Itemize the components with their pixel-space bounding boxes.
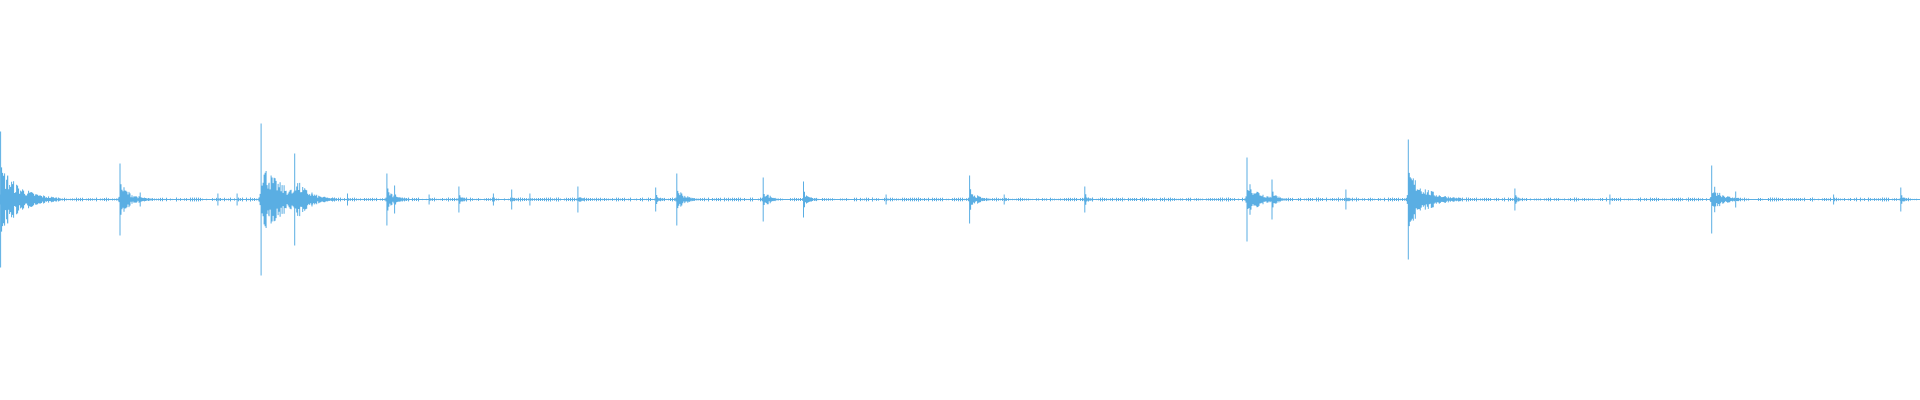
- waveform-peak: [1897, 187, 1912, 212]
- waveform-peak: [508, 189, 521, 210]
- waveform-peak: [1511, 188, 1525, 211]
- waveform-peak: [1830, 194, 1840, 205]
- waveform-peaks: [0, 123, 1919, 276]
- waveform-peak: [136, 192, 147, 207]
- waveform-peak: [265, 183, 284, 216]
- waveform-peak: [214, 193, 224, 206]
- waveform-peak: [574, 186, 590, 213]
- waveform-peak: [425, 194, 435, 205]
- waveform-peak: [1732, 191, 1744, 208]
- waveform-peak: [966, 175, 992, 224]
- waveform-peak: [800, 181, 820, 218]
- waveform-peak: [1000, 194, 1010, 205]
- waveform-peak: [673, 173, 701, 226]
- waveform-peak: [455, 186, 471, 213]
- waveform-peak: [233, 193, 243, 206]
- waveform-peak: [526, 193, 536, 206]
- waveform-peak: [4, 175, 30, 224]
- waveform-peak: [652, 187, 667, 212]
- waveform-peak: [308, 192, 319, 207]
- waveform-peak: [344, 193, 353, 206]
- waveform-peak: [391, 185, 408, 214]
- waveform-peak: [1428, 191, 1440, 208]
- waveform-peak: [1081, 186, 1097, 213]
- waveform-peak: [116, 163, 153, 236]
- waveform-peak: [882, 194, 892, 205]
- waveform-peak: [759, 177, 783, 222]
- waveform-peak: [1268, 179, 1290, 220]
- waveform-peak: [489, 193, 499, 206]
- waveform-peak: [1342, 189, 1355, 210]
- waveform-peak: [1606, 194, 1616, 205]
